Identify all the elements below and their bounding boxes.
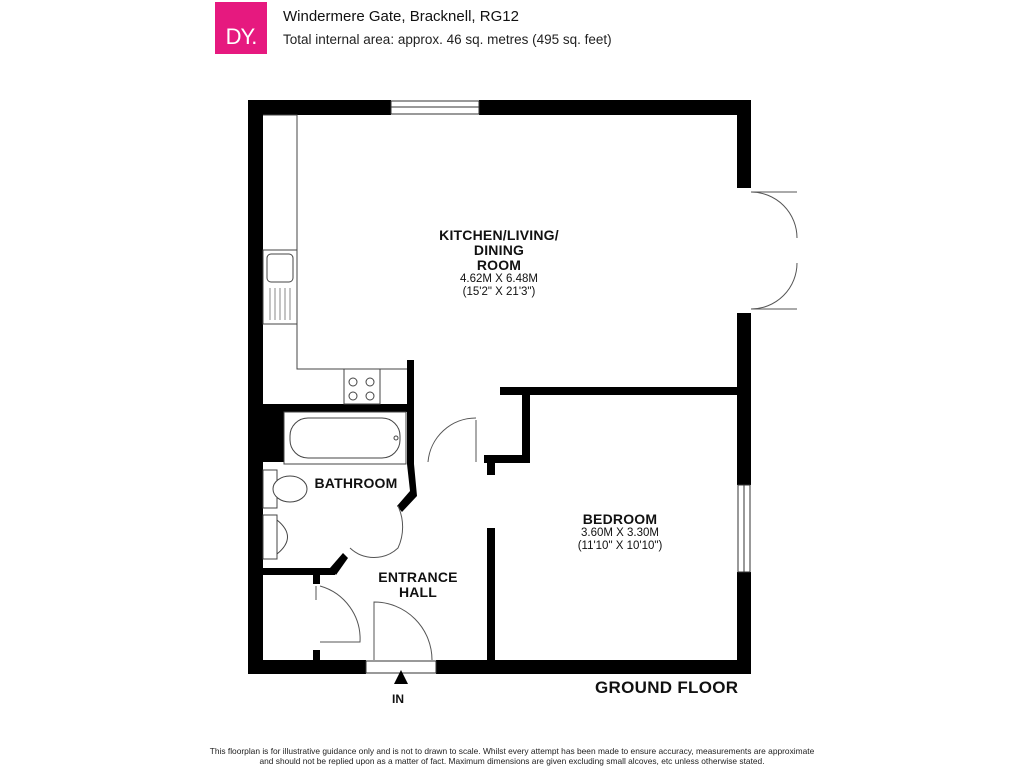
closet-stub-bottom — [313, 650, 320, 662]
kitchen-name-line-3: ROOM — [476, 257, 522, 273]
kitchen-partition — [407, 360, 414, 464]
basin — [276, 518, 288, 556]
windows — [365, 100, 751, 674]
hall-angled-wall — [330, 553, 348, 575]
brand-logo: DY. — [215, 2, 267, 54]
hall-label: ENTRANCE HALL — [366, 570, 470, 600]
bedroom-label: BEDROOM 3.60M X 3.30M (11'10" X 10'10") — [555, 512, 685, 553]
closet-stub — [313, 568, 320, 584]
entrance-arrow — [394, 670, 408, 684]
kitchen-label: KITCHEN/LIVING/ DINING ROOM 4.62M X 6.48… — [420, 228, 578, 299]
hob — [343, 368, 381, 405]
bathroom-corner-block — [248, 404, 284, 462]
bedroom-inner-wall — [522, 387, 530, 461]
bedroom-name: BEDROOM — [582, 511, 658, 527]
kitchen-units — [262, 114, 407, 405]
total-area: Total internal area: approx. 46 sq. metr… — [283, 32, 612, 47]
bedroom-door-stub — [487, 455, 495, 475]
bedroom-top-wall — [500, 387, 740, 395]
drainer — [269, 288, 291, 320]
bath-angled-wall — [397, 464, 417, 512]
bedroom-dim-metric: 3.60M X 3.30M — [581, 527, 659, 539]
basin-counter — [262, 514, 278, 560]
bedroom-left-wall — [487, 528, 495, 662]
bedroom-dim-imperial: (11'10" X 10'10") — [577, 540, 663, 552]
outer-wall-bottom-left — [248, 660, 366, 674]
outer-wall-bottom-right — [436, 660, 751, 674]
hall-name-line-2: HALL — [398, 584, 438, 600]
doors — [315, 191, 798, 661]
outer-wall-top-left — [248, 100, 391, 115]
kitchen-dim-imperial: (15'2" X 21'3") — [462, 286, 536, 298]
sink-bowl — [266, 253, 294, 283]
outer-wall-right-2 — [737, 313, 751, 485]
outer-wall-top-right — [479, 100, 751, 115]
outer-wall-right-1 — [737, 100, 751, 188]
kitchen-name-line-1: KITCHEN/LIVING/ — [439, 227, 559, 243]
kitchen-dim-metric: 4.62M X 6.48M — [460, 273, 538, 285]
bedroom-door-head — [484, 455, 530, 463]
bathtub-basin — [289, 417, 401, 459]
outer-wall-left — [248, 100, 263, 674]
bathroom-top-wall — [248, 404, 414, 412]
bathroom-label: BATHROOM — [306, 476, 406, 491]
bathroom-fixtures — [262, 411, 407, 560]
property-address: Windermere Gate, Bracknell, RG12 — [283, 8, 519, 25]
kitchen-name-line-2: DINING — [473, 242, 525, 258]
floor-label: GROUND FLOOR — [595, 678, 739, 697]
logo-text: DY. — [225, 24, 258, 49]
disclaimer-text: This floorplan is for illustrative guida… — [209, 746, 815, 766]
entrance-label: IN — [392, 692, 404, 706]
outer-wall-right-3 — [737, 572, 751, 674]
hall-name-line-1: ENTRANCE — [378, 569, 458, 585]
hall-closet-wall — [263, 568, 335, 575]
walls — [248, 100, 751, 674]
toilet-bowl — [272, 475, 308, 503]
bathroom-name: BATHROOM — [314, 475, 398, 491]
